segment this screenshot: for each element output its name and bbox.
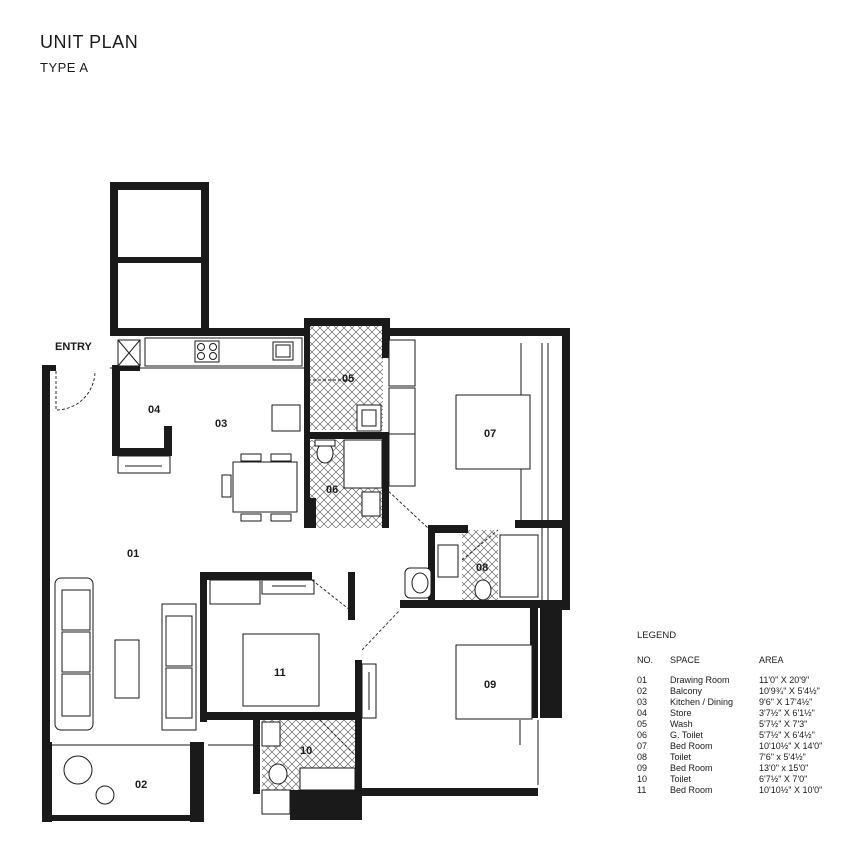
legend-space: Bed Room	[670, 741, 713, 751]
legend-area: 5'7½" X 7'3"	[759, 719, 808, 729]
legend-no: 09	[637, 763, 648, 773]
legend-no: 06	[637, 730, 648, 740]
living-sofas	[54, 577, 197, 731]
bed-07-furniture	[388, 339, 531, 470]
walls	[42, 182, 570, 822]
room-label-11: 11	[274, 667, 286, 679]
cooktop-icon	[194, 340, 220, 363]
balcony-chairs	[63, 755, 115, 805]
legend-space: G. Toilet	[670, 730, 703, 740]
legend-header-space: SPACE	[670, 655, 700, 665]
legend-space: Kitchen / Dining	[670, 697, 734, 707]
room-label-04: 04	[148, 404, 161, 416]
legend-area: 11'0" X 20'9"	[759, 675, 810, 685]
entry-label: ENTRY	[55, 341, 93, 353]
legend-row: 01 Drawing Room 11'0" X 20'9"	[637, 675, 822, 686]
legend: LEGEND NO. SPACE AREA 01 Drawing Room 11'0…	[637, 630, 822, 796]
legend-area: 9'6" X 17'4½"	[759, 697, 813, 707]
legend-row: 06 G. Toilet 5'7½" X 6'4½"	[637, 730, 822, 741]
legend-no: 11	[637, 785, 647, 795]
room-label-05: 05	[342, 373, 354, 385]
legend-row: 04 Store 3'7½" X 6'1½"	[637, 708, 822, 719]
room-label-09: 09	[484, 679, 496, 691]
legend-row: 05 Wash 5'7½" X 7'3"	[637, 719, 822, 730]
room-label-01: 01	[127, 548, 139, 560]
legend-space: Drawing Room	[670, 675, 730, 685]
legend-space: Balcony	[670, 686, 703, 696]
legend-header-row: NO. SPACE AREA	[637, 655, 822, 675]
legend-header-no: NO.	[637, 655, 654, 665]
legend-no: 07	[637, 741, 648, 751]
legend-no: 04	[637, 708, 648, 718]
toilet-10-fixtures	[261, 721, 356, 815]
legend-no: 01	[637, 675, 648, 685]
legend-row: 11 Bed Room 10'10½" X 10'0"	[637, 785, 822, 796]
legend-no: 03	[637, 697, 648, 707]
bed-09-furniture	[361, 644, 533, 720]
legend-header-area: AREA	[759, 655, 784, 665]
legend-space: Toilet	[670, 752, 692, 762]
legend-space: Store	[670, 708, 692, 718]
legend-area: 5'7½" X 6'4½"	[759, 730, 815, 740]
bed-11-furniture	[209, 579, 320, 707]
legend-space: Toilet	[670, 774, 692, 784]
legend-space: Bed Room	[670, 785, 713, 795]
legend-row: 08 Toilet 7'6" x 5'4½"	[637, 752, 822, 763]
legend-row: 03 Kitchen / Dining 9'6" X 17'4½"	[637, 697, 822, 708]
room-label-07: 07	[484, 428, 496, 440]
legend-title: LEGEND	[637, 630, 677, 641]
legend-row: 10 Toilet 6'7½" X 7'0"	[637, 774, 822, 785]
plan-subtitle: TYPE A	[40, 60, 89, 75]
legend-row: 02 Balcony 10'9¾" X 5'4½"	[637, 686, 822, 697]
room-label-06: 06	[326, 484, 338, 496]
wash-fixtures	[314, 387, 416, 517]
legend-area: 6'7½" X 7'0"	[759, 774, 808, 784]
kitchen-counter	[110, 337, 304, 369]
legend-area: 7'6" x 5'4½"	[759, 752, 806, 762]
legend-no: 02	[637, 686, 648, 696]
plan-title: UNIT PLAN	[40, 32, 139, 52]
legend-area: 10'9¾" X 5'4½"	[759, 686, 820, 696]
legend-space: Wash	[670, 719, 693, 729]
legend-no: 08	[637, 752, 648, 762]
legend-area: 13'0" x 15'0"	[759, 763, 809, 773]
room-label-02: 02	[135, 779, 147, 791]
door-swings	[55, 370, 499, 756]
legend-space: Bed Room	[670, 763, 713, 773]
legend-row: 07 Bed Room 10'10½" X 14'0"	[637, 741, 822, 752]
legend-no: 10	[637, 774, 648, 784]
legend-table: NO. SPACE AREA 01 Drawing Room 11'0" X 20'…	[637, 655, 822, 796]
room-label-08: 08	[476, 562, 488, 574]
room-label-03: 03	[215, 418, 227, 430]
legend-area: 10'10½" X 10'0"	[759, 785, 823, 795]
store-shelf	[117, 455, 171, 474]
legend-row: 09 Bed Room 13'0" x 15'0"	[637, 763, 822, 774]
sink-icon	[272, 341, 294, 361]
dining-table	[221, 404, 301, 522]
legend-no: 05	[637, 719, 648, 729]
toilet-08-fixtures	[404, 534, 539, 601]
room-label-10: 10	[300, 745, 312, 757]
legend-area: 3'7½" X 6'1½"	[759, 708, 815, 718]
legend-area: 10'10½" X 14'0"	[759, 741, 823, 751]
